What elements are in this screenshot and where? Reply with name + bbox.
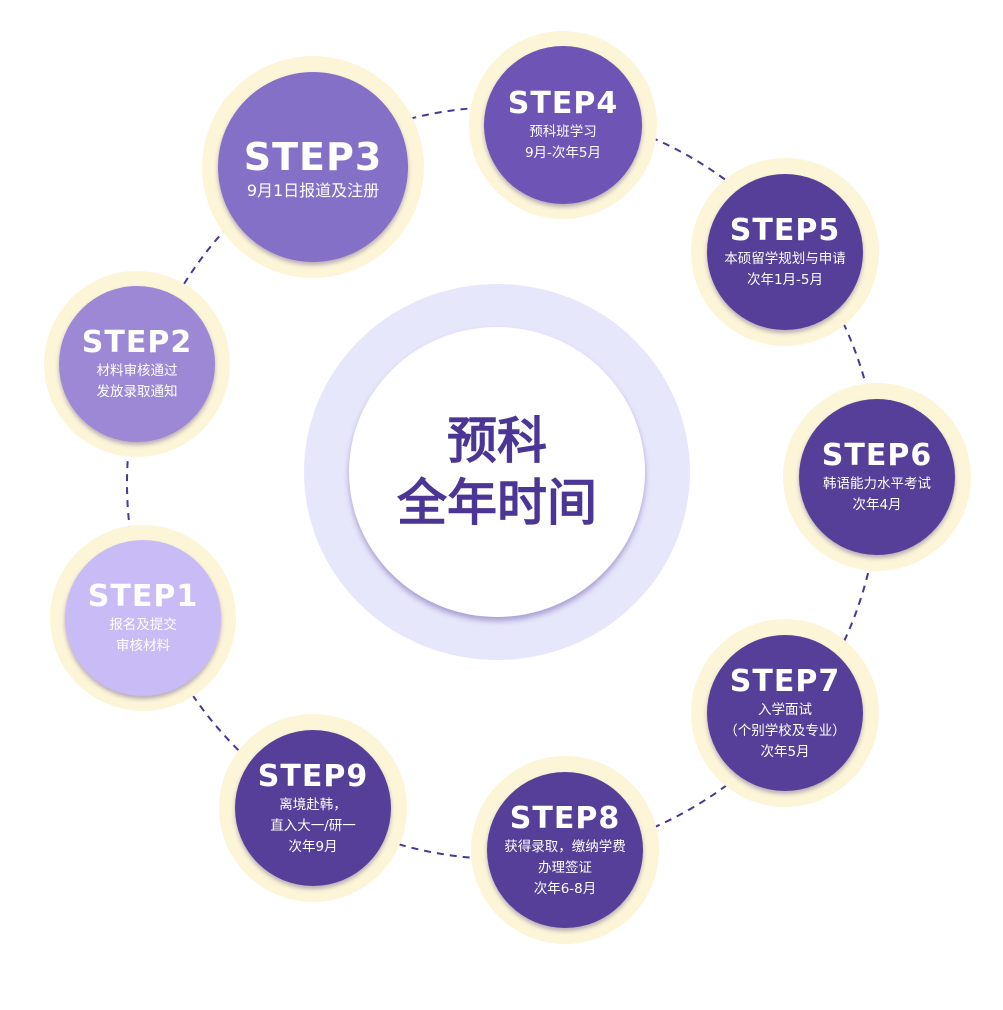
- step-6-circle: STEP6 韩语能力水平考试次年4月: [799, 399, 955, 555]
- step-description-line: 次年6-8月: [533, 880, 597, 897]
- step-description-line: 韩语能力水平考试: [823, 476, 931, 492]
- step-description-line: 离境赴韩，: [279, 796, 347, 813]
- center-title: 预科 全年时间: [349, 327, 645, 617]
- center-title-line1: 预科: [447, 412, 547, 470]
- step-description-line: 次年1月-5月: [746, 272, 824, 288]
- step-title: STEP3: [243, 134, 383, 179]
- step-8-circle: STEP8 获得录取，缴纳学费办理签证次年6-8月: [487, 772, 643, 928]
- step-description-line: 报名及提交: [109, 617, 177, 633]
- step-5-circle: STEP5 本硕留学规划与申请次年1月-5月: [707, 174, 863, 330]
- step-description-line: 审核材料: [116, 638, 170, 654]
- step-title: STEP4: [507, 86, 619, 121]
- step-description-line: 次年5月: [760, 743, 810, 760]
- step-description-line: 获得录取，缴纳学费: [504, 838, 626, 855]
- step-description-line: 次年9月: [288, 838, 338, 855]
- step-9-circle: STEP9 离境赴韩， 直入大一/研一次年9月: [235, 730, 391, 886]
- step-1-circle: STEP1 报名及提交审核材料: [65, 540, 221, 696]
- step-description-line: 入学面试: [758, 701, 812, 718]
- step-title: STEP2: [81, 325, 193, 360]
- step-7-circle: STEP7 入学面试 （个别学校及专业） 次年5月: [707, 635, 863, 791]
- step-description-line: 本硕留学规划与申请: [724, 251, 846, 267]
- step-2-circle: STEP2 材料审核通过发放录取通知: [59, 286, 215, 442]
- step-description-line: 预科班学习: [529, 124, 597, 140]
- step-title: STEP9: [257, 758, 369, 794]
- step-description-line: 次年4月: [852, 497, 902, 513]
- step-description-line: 9月1日报道及注册: [246, 180, 380, 200]
- step-title: STEP7: [729, 663, 841, 699]
- step-description-line: 材料审核通过: [96, 363, 178, 379]
- step-description-line: 发放录取通知: [96, 384, 178, 400]
- step-description-line: 直入大一/研一: [270, 817, 356, 834]
- step-description-line: 9月-次年5月: [524, 145, 602, 161]
- step-title: STEP6: [821, 438, 933, 473]
- step-title: STEP5: [729, 213, 841, 248]
- step-title: STEP1: [87, 579, 199, 614]
- step-description-line: 办理签证: [538, 859, 592, 876]
- step-title: STEP8: [509, 800, 621, 836]
- center-title-line2: 全年时间: [397, 474, 597, 532]
- step-description-line: （个别学校及专业）: [724, 722, 846, 739]
- step-4-circle: STEP4 预科班学习 9月-次年5月: [484, 46, 642, 204]
